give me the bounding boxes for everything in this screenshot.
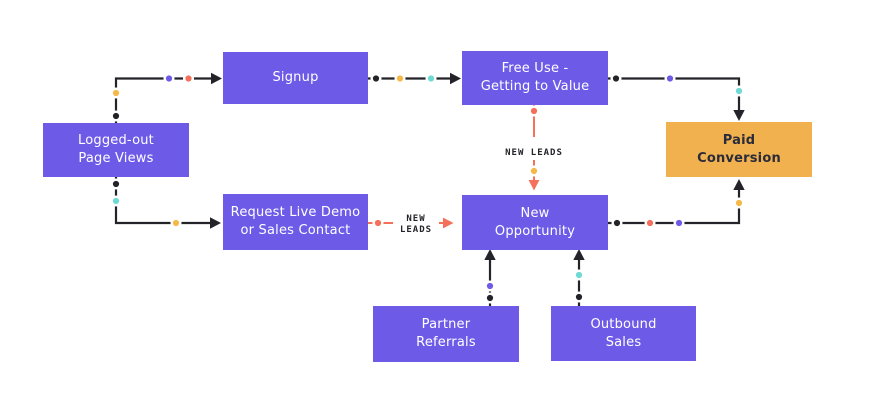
dot-purple [484,280,496,292]
dot-purple [673,217,685,229]
dot-salmon [528,105,540,117]
edge-loggedout-to-requestdemo [114,177,210,225]
arrowhead-icon [573,249,585,260]
arrowhead-icon [528,180,540,191]
node-outbound-sales: Outbound Sales [551,306,696,361]
dot-salmon [372,217,384,229]
arrowhead-icon [443,217,454,229]
arrowhead-icon [210,217,221,229]
node-logged-out-page-views: Logged-out Page Views [43,123,189,177]
arrowhead-icon [484,249,496,260]
dot-black [110,178,122,190]
new-leads-label: NEW LEADS [505,148,563,158]
dot-black [573,291,585,303]
node-label: Free Use - Getting to Value [480,61,590,94]
new-leads-label-line1: NEW [406,214,425,224]
dot-yellow [170,217,182,229]
dot-teal [425,72,437,84]
dot-teal [573,269,585,281]
dot-yellow [528,165,540,177]
arrowhead-icon [211,72,222,85]
node-label: Logged-out Page Views [78,133,154,166]
dot-teal [110,195,122,207]
dot-teal [733,85,745,97]
dot-black [610,72,622,84]
node-free-use-getting-to-value: Free Use - Getting to Value [462,51,608,105]
edge-newopportunity-to-paidconversion [608,190,741,225]
new-leads-label-line2: LEADS [400,225,432,235]
node-label: New Opportunity [494,205,576,239]
dot-yellow [394,72,406,84]
dot-black [370,72,382,84]
new-leads-label-bg [393,209,439,237]
node-label: Signup [272,70,319,86]
arrowhead-icon [450,72,461,85]
dot-salmon [182,72,194,84]
arrowhead-icon [733,110,745,121]
node-label: Paid Conversion [697,132,781,166]
dot-salmon [644,217,656,229]
dot-black [611,217,623,229]
dot-yellow [733,197,745,209]
node-label: Partner Referrals [416,317,476,350]
dot-purple [163,72,175,84]
node-partner-referrals: Partner Referrals [373,306,519,362]
edge-freeuse-to-paidconversion [608,77,741,110]
edge-loggedout-to-signup [114,77,211,123]
node-label: Outbound Sales [590,316,657,350]
node-paid-conversion: Paid Conversion [666,122,812,177]
node-label: Request Live Demo or Sales Contact [230,205,361,238]
new-leads-label-bg [501,137,567,160]
dot-yellow [110,87,122,99]
node-signup: Signup [223,52,368,104]
dot-purple [664,72,676,84]
dot-black [110,110,122,122]
dot-black [484,292,496,304]
arrowhead-icon [733,179,745,190]
node-new-opportunity: New Opportunity [462,195,608,250]
node-request-live-demo-or-sales-contact: Request Live Demo or Sales Contact [223,194,368,250]
